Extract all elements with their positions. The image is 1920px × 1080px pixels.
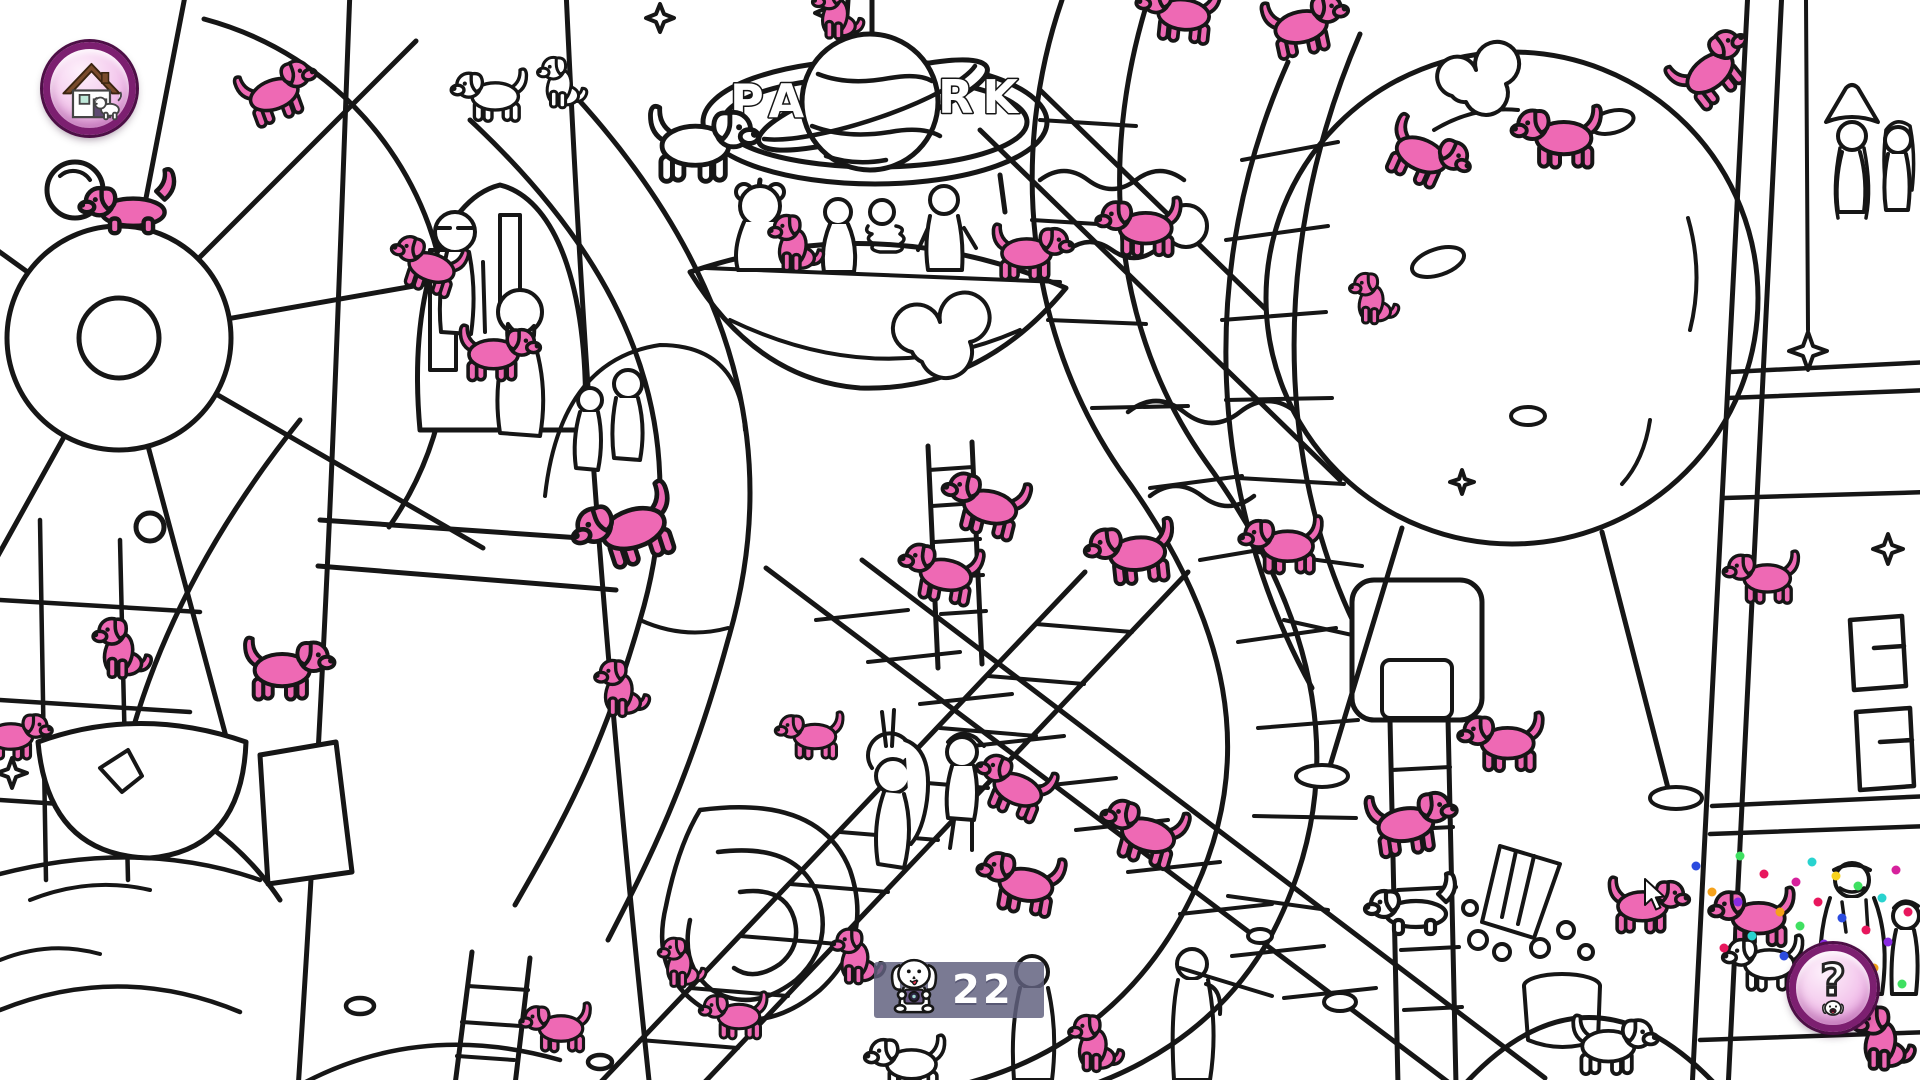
park-sign-text-left: PA — [730, 74, 813, 128]
found-dog — [91, 616, 154, 680]
confetti-particle — [1791, 877, 1801, 887]
found-dog — [969, 843, 1069, 922]
ground-lines — [0, 855, 615, 1080]
platform-people — [820, 184, 978, 274]
confetti-particle — [1795, 921, 1805, 931]
building-people-top — [1824, 83, 1916, 220]
confetti-particle — [1853, 881, 1863, 891]
rocket-tower — [117, 0, 747, 1080]
confetti-particle — [1779, 951, 1789, 961]
tube-with-kids — [543, 343, 747, 498]
confetti-particle — [1837, 913, 1847, 923]
found-dog — [564, 479, 685, 579]
found-dog — [593, 658, 652, 719]
confetti-particle — [1877, 893, 1887, 903]
stair-people — [866, 708, 986, 870]
confetti-particle — [1759, 869, 1769, 879]
found-dog — [1067, 1013, 1126, 1074]
found-dog — [1258, 0, 1358, 64]
hidden-dog[interactable] — [536, 55, 589, 110]
home-button[interactable] — [43, 42, 136, 135]
ladder-left — [453, 949, 533, 1080]
viewing-platform — [687, 182, 1069, 391]
confetti-particle — [1691, 861, 1701, 871]
found-dog — [1607, 875, 1692, 935]
white-puppy-with-camera-icon — [890, 958, 938, 1014]
home-house-with-puppy-icon — [61, 62, 122, 120]
dogs-remaining-counter: 22 — [874, 958, 1044, 1018]
confetti-particle — [1707, 887, 1717, 897]
confetti-particle — [1897, 979, 1907, 989]
confetti-particle — [1813, 897, 1823, 907]
saturn-planet — [756, 31, 990, 173]
confetti-particle — [1733, 897, 1743, 907]
found-dog — [231, 49, 329, 133]
sphere-ride — [968, 0, 1761, 1080]
confetti-particle — [1747, 931, 1757, 941]
help-button[interactable]: ? — [1789, 944, 1877, 1032]
confetti-particle — [1735, 851, 1745, 861]
hidden-dog[interactable] — [449, 67, 529, 123]
found-dog — [773, 710, 845, 761]
found-dog — [1456, 710, 1545, 773]
confetti-particle — [1891, 865, 1901, 875]
found-dog — [1080, 515, 1180, 591]
counter-value: 22 — [952, 967, 1014, 1013]
question-mark-icon: ? — [1819, 955, 1847, 1007]
dog-face-icon — [1821, 999, 1845, 1016]
cloud-shape — [890, 290, 992, 380]
found-dog — [1089, 789, 1194, 875]
puppy-icon — [92, 91, 122, 120]
confetti-particle — [1903, 907, 1913, 917]
park-sign-text-right: RK — [938, 70, 1027, 124]
confetti-particle — [1861, 925, 1871, 935]
found-dog — [810, 0, 866, 41]
found-dog — [1237, 514, 1324, 576]
found-dog — [1721, 549, 1801, 605]
park-sign: PA RK — [700, 0, 1050, 221]
hidden-dog[interactable] — [862, 1033, 947, 1080]
big-slide — [467, 83, 753, 943]
ferris-wheel — [0, 0, 536, 747]
found-dog — [1130, 0, 1223, 48]
found-dog — [518, 1001, 592, 1054]
confetti-particle — [1807, 857, 1817, 867]
found-dog — [1661, 16, 1769, 119]
stair-ramps — [599, 557, 1548, 1080]
puppy-basket — [0, 721, 355, 962]
confetti-particle — [1719, 943, 1729, 953]
confetti-particle — [1883, 937, 1893, 947]
confetti-particle — [1775, 907, 1785, 917]
confetti-particle — [1831, 871, 1841, 881]
hidden-dog[interactable] — [1365, 873, 1455, 934]
